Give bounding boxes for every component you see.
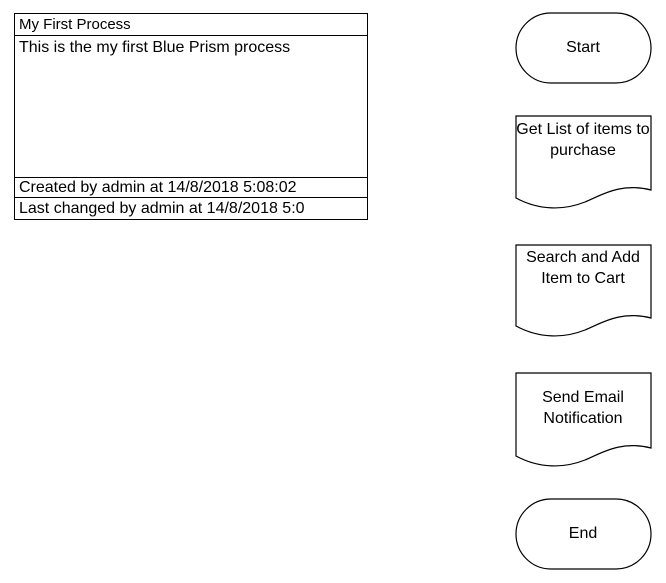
search-add-stage[interactable] [515,244,652,337]
get-list-stage[interactable] [515,115,652,209]
get-list-label: Get List of items to purchase [516,121,650,159]
send-email-stage[interactable] [515,372,652,467]
send-email-label: Send Email Notification [542,389,624,427]
search-add-label: Search and Add Item to Cart [526,249,640,287]
end-stage[interactable] [515,498,652,570]
process-description: This is the my first Blue Prism process [19,39,291,56]
created-info: Created by admin at 14/8/2018 5:08:02 [15,177,367,198]
start-stage[interactable] [515,12,652,84]
process-title: My First Process [15,14,367,36]
process-info-box[interactable]: My First Process This is the my first Bl… [14,13,368,220]
start-label: Start [566,39,600,56]
end-label: End [568,525,598,542]
last-changed-info: Last changed by admin at 14/8/2018 5:0 [19,200,305,217]
